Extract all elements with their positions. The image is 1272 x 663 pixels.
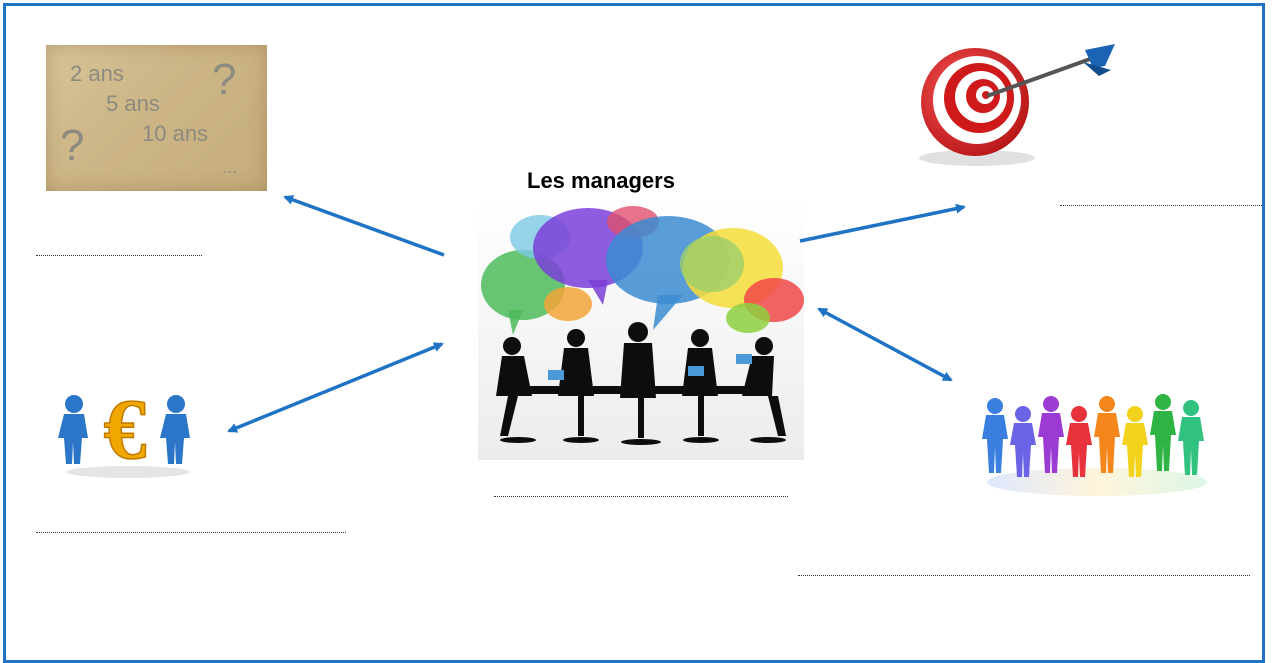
answer-line-target[interactable]	[1060, 205, 1262, 206]
ellipsis: ...	[222, 157, 238, 177]
time-label-10: 10 ans	[142, 121, 209, 146]
page-title: Les managers	[527, 168, 675, 193]
question-mark-1: ?	[212, 55, 237, 104]
time-horizon-card: 2 ans 5 ans 10 ans ? ? ...	[46, 45, 267, 191]
meeting-illustration	[481, 206, 804, 445]
arrow-euro-meeting	[227, 342, 444, 433]
colorful-team-icon	[982, 394, 1207, 496]
answer-line-euro[interactable]	[36, 532, 346, 533]
answer-line-team[interactable]	[798, 575, 1250, 576]
answer-line-time[interactable]	[36, 255, 202, 256]
question-mark-2: ?	[60, 121, 85, 170]
time-label-5: 5 ans	[106, 91, 160, 116]
euro-icon: €	[104, 381, 147, 477]
meeting-speech-bubbles-image	[478, 200, 804, 460]
answer-line-managers[interactable]	[494, 496, 788, 497]
euro-people-icon: €	[58, 380, 190, 478]
arrow-to-target	[799, 203, 966, 243]
arrow-to-time-horizon	[283, 195, 445, 257]
arrow-meeting-team	[817, 307, 953, 382]
time-label-2: 2 ans	[70, 61, 124, 86]
target-dart-icon	[919, 44, 1115, 166]
